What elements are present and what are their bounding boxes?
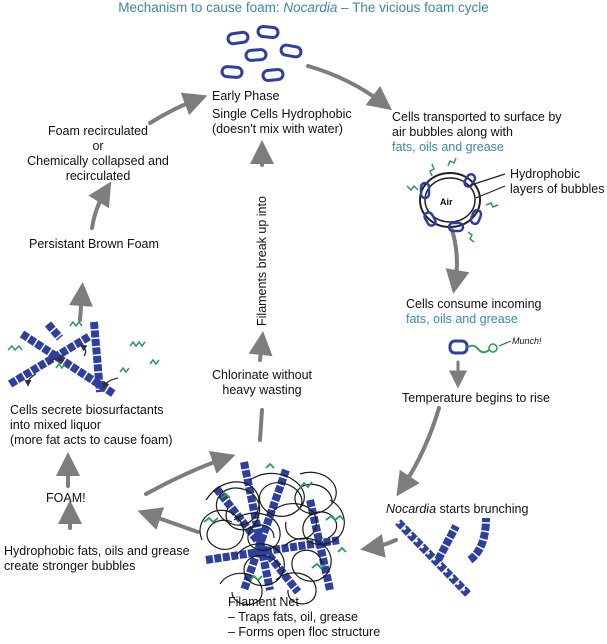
chlorinate-label: Chlorinate without heavy wasting bbox=[211, 368, 313, 397]
arrow-net-to-stronger bbox=[137, 507, 200, 534]
arrow-foam-to-chlorinate bbox=[144, 451, 236, 496]
temperature-label: Temperature begins to rise bbox=[402, 391, 550, 405]
diagram-title: Mechanism to cause foam: Nocardia – The … bbox=[118, 0, 489, 15]
arrow-net-to-chlorinate bbox=[258, 408, 264, 442]
hydrophobic-layers-label: Hydrophobic layers of bubbles bbox=[510, 167, 605, 196]
arrow-floc-to-brown-foam bbox=[69, 282, 93, 322]
arrow-transport-to-consume bbox=[445, 228, 470, 294]
floc-filaments-icon bbox=[7, 320, 160, 398]
arrow-branching-to-net bbox=[360, 534, 398, 558]
arrow-early-to-transport bbox=[306, 64, 392, 111]
arrow-brown-foam-to-recirc bbox=[88, 181, 112, 230]
consume-label: Cells consume incoming fats, oils and gr… bbox=[406, 297, 542, 326]
brown-foam-label: Persistant Brown Foam bbox=[29, 237, 159, 251]
branching-filament-icon bbox=[395, 517, 490, 597]
air-label: Air bbox=[440, 197, 453, 207]
branching-label: Nocardia starts brunching bbox=[386, 502, 529, 516]
stronger-bubbles-label: Hydrophobic fats, oils and grease create… bbox=[4, 544, 190, 573]
foam-label: FOAM! bbox=[46, 491, 86, 505]
early-phase-desc: Single Cells Hydrophobic (doesn't mix wi… bbox=[212, 107, 352, 136]
arrow-recirc-to-early bbox=[148, 92, 208, 125]
recirculated-label: Foam recirculated or Chemically collapse… bbox=[27, 124, 169, 183]
early-phase-title: Early Phase bbox=[212, 89, 280, 103]
arrow-temperature-to-branching bbox=[396, 406, 441, 497]
transport-label: Cells transported to surface by air bubb… bbox=[392, 110, 562, 154]
filament-net-label: Filament Net – Traps fats, oil, grease –… bbox=[228, 595, 381, 639]
filament-net-icon bbox=[199, 461, 347, 605]
air-bubble-icon bbox=[406, 157, 506, 243]
munching-cell-icon bbox=[448, 339, 512, 355]
arrow-chlorinate-to-filaments bbox=[248, 331, 273, 362]
single-cells-icon bbox=[220, 24, 303, 83]
munch-label: Munch! bbox=[512, 336, 542, 346]
biosurfactants-label: Cells secrete biosurfactants into mixed … bbox=[10, 403, 173, 447]
cycle-arrows bbox=[56, 64, 470, 558]
filaments-break-label: Filaments break up into bbox=[255, 196, 269, 326]
